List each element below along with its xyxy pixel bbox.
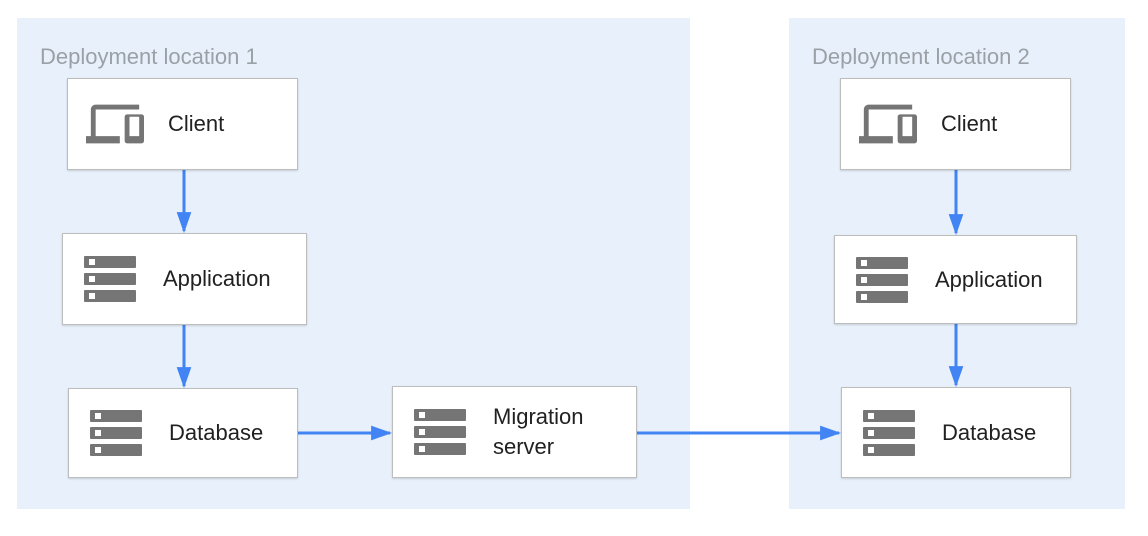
node-label: Migration server: [493, 404, 584, 459]
server-stack-icon: [411, 409, 469, 455]
node-database-2: Database: [841, 387, 1071, 478]
devices-icon: [859, 95, 917, 153]
node-application-1: Application: [62, 233, 307, 325]
node-client-1: Client: [67, 78, 298, 170]
node-label: Client: [941, 111, 998, 136]
node-label: Application: [935, 266, 1043, 292]
node-label: Client: [168, 111, 225, 136]
node-label: Database: [169, 420, 264, 445]
server-stack-icon: [87, 410, 145, 456]
region-title-2: Deployment location 2: [812, 44, 1030, 69]
server-stack-icon: [853, 256, 911, 303]
node-migration-server: Migration server: [392, 386, 637, 478]
devices-icon: [86, 95, 144, 153]
node-client-2: Client: [840, 78, 1071, 170]
node-application-2: Application: [834, 235, 1077, 324]
server-stack-icon: [81, 256, 139, 302]
node-label: Database: [942, 419, 1037, 445]
region-title-1: Deployment location 1: [40, 44, 258, 69]
node-database-1: Database: [68, 388, 298, 478]
server-stack-icon: [860, 409, 918, 456]
node-label: Application: [163, 266, 271, 291]
